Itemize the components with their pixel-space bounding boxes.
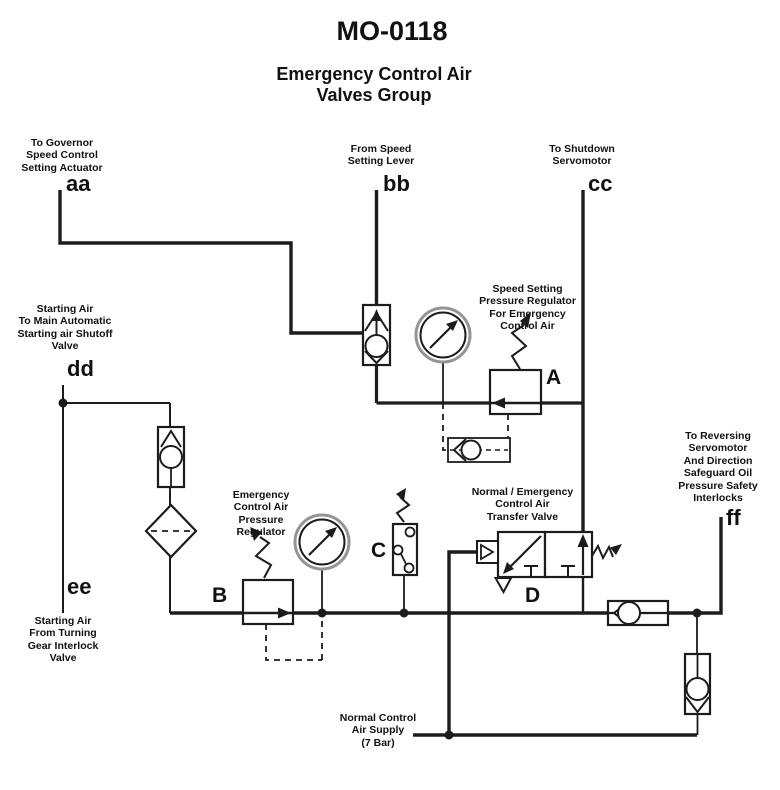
- shuttle-valve: [361, 303, 392, 367]
- regulator-b: [241, 527, 295, 626]
- component-id-d: D: [525, 584, 541, 607]
- pressure-gauge-b: [293, 513, 351, 571]
- junction-dot: [692, 608, 702, 618]
- pipe-supply: [413, 550, 697, 737]
- component-label-a: Speed Setting Pressure Regulator For Eme…: [479, 283, 576, 333]
- pipe-dd-branch: [63, 402, 171, 613]
- return-spring: [591, 543, 614, 561]
- junction-dot: [317, 608, 327, 618]
- junction-dot: [444, 730, 454, 740]
- check-valve-supply: [683, 652, 712, 716]
- pressure-gauge-a: [414, 306, 472, 364]
- port-label-bb: From Speed Setting Lever: [347, 143, 415, 168]
- component-id-c: C: [371, 539, 387, 562]
- bypass-a-left: [442, 403, 448, 451]
- port-label-dd: Starting Air To Main Automatic Starting …: [17, 303, 113, 353]
- stem-check-supply: [696, 613, 699, 735]
- pipe-ff: [697, 517, 723, 615]
- page-subtitle: Emergency Control Air Valves Group: [276, 64, 472, 105]
- dashed-lines: [265, 403, 509, 661]
- bypass-b-path: [265, 613, 323, 661]
- vent-triangle: [493, 577, 513, 595]
- component-id-a: A: [546, 366, 562, 389]
- port-label-cc: To Shutdown Servomotor: [549, 143, 615, 168]
- component-label-b: Emergency Control Air Pressure Regulator: [232, 489, 290, 539]
- port-label-ff: To Reversing Servomotor And Direction Sa…: [678, 430, 758, 504]
- component-id-b: B: [212, 584, 228, 607]
- port-id-bb: bb: [383, 171, 410, 196]
- port-id-aa: aa: [66, 171, 91, 196]
- check-valve-dd: [156, 425, 186, 489]
- supply-label: Normal Control Air Supply (7 Bar): [339, 712, 417, 749]
- regulator-a: [488, 312, 543, 416]
- port-id-ff: ff: [726, 505, 741, 530]
- bypass-check-valve-a: [447, 437, 511, 463]
- pipe-regulator-a: [374, 365, 583, 405]
- junction-dot: [58, 398, 68, 408]
- port-id-dd: dd: [67, 356, 94, 381]
- check-valve-main: [606, 599, 670, 627]
- pipe-aa: [58, 190, 363, 335]
- port-id-ee: ee: [67, 574, 92, 599]
- junction-dots: [58, 398, 702, 740]
- junction-dot: [399, 608, 409, 618]
- pressure-switch-c: [391, 488, 419, 577]
- port-label-ee: Starting Air From Turning Gear Interlock…: [27, 615, 99, 665]
- port-id-cc: cc: [588, 171, 613, 196]
- port-label-aa: To Governor Speed Control Setting Actuat…: [21, 137, 103, 174]
- page-title: MO-0118: [336, 16, 448, 46]
- transfer-valve-d: [476, 530, 622, 595]
- air-filter: [144, 503, 198, 559]
- component-label-d: Normal / Emergency Control Air Transfer …: [471, 486, 574, 523]
